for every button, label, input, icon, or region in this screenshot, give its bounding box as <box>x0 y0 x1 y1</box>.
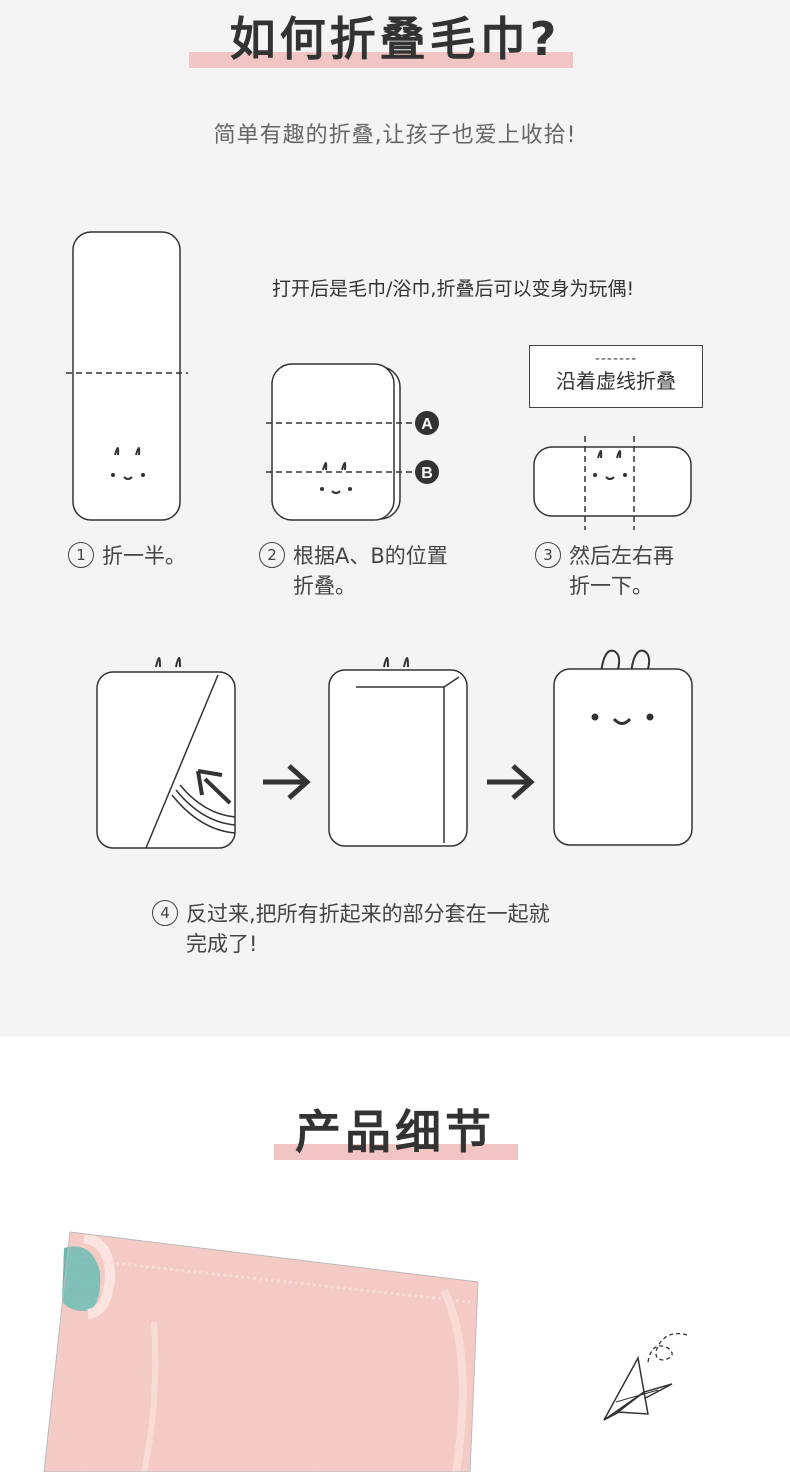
step-1-line1: 折一半。 <box>102 544 186 568</box>
step-3-line2: 折一下。 <box>569 574 653 598</box>
step1-illustration <box>66 231 188 521</box>
paper-plane-icon <box>603 1332 691 1421</box>
step4-illustration-b <box>328 657 468 847</box>
page-title: 如何折叠毛巾? <box>229 12 561 66</box>
finished-bunny-illustration <box>553 649 693 846</box>
step4-illustration-a <box>96 657 236 849</box>
fold-instruction-box: ------- 沿着虚线折叠 <box>529 345 703 408</box>
step3-illustration <box>533 436 692 530</box>
step-3-line1: 然后左右再 <box>569 544 674 568</box>
subtitle: 简单有趣的折叠,让孩子也爱上收拾! <box>213 123 577 148</box>
dash-line-sample: ------- <box>594 351 638 367</box>
step-2-text: 2 根据A、B的位置 折叠。 <box>259 541 448 601</box>
step-4-line1: 反过来,把所有折起来的部分套在一起就 <box>186 902 550 926</box>
step-1-number: 1 <box>68 542 94 568</box>
step-4-line2: 完成了! <box>186 932 258 956</box>
towel-detail-photo <box>43 1231 479 1472</box>
step-4-text: 4 反过来,把所有折起来的部分套在一起就 完成了! <box>152 899 550 959</box>
section-title: 产品细节 <box>295 1105 495 1159</box>
step-1-text: 1 折一半。 <box>68 541 186 571</box>
step-2-line2: 折叠。 <box>293 574 356 598</box>
step-3-text: 3 然后左右再 折一下。 <box>535 541 674 601</box>
step-2-number: 2 <box>259 542 285 568</box>
step2-illustration: A B <box>266 363 439 521</box>
fold-instruction-label: 沿着虚线折叠 <box>556 369 676 393</box>
fold-guide-header: 如何折叠毛巾? <box>0 4 790 74</box>
step-3-number: 3 <box>535 542 561 568</box>
title-highlight <box>189 52 573 68</box>
step-4-number: 4 <box>152 900 178 926</box>
arrow-right-icon <box>487 764 535 800</box>
transform-note: 打开后是毛巾/浴巾,折叠后可以变身为玩偶! <box>272 278 635 300</box>
step-2-line1: 根据A、B的位置 <box>293 544 448 568</box>
title-highlight <box>274 1144 518 1160</box>
marker-b: B <box>421 465 433 482</box>
marker-a: A <box>421 416 433 433</box>
product-detail-header: 产品细节 <box>0 1097 790 1167</box>
arrow-right-icon <box>263 764 311 800</box>
